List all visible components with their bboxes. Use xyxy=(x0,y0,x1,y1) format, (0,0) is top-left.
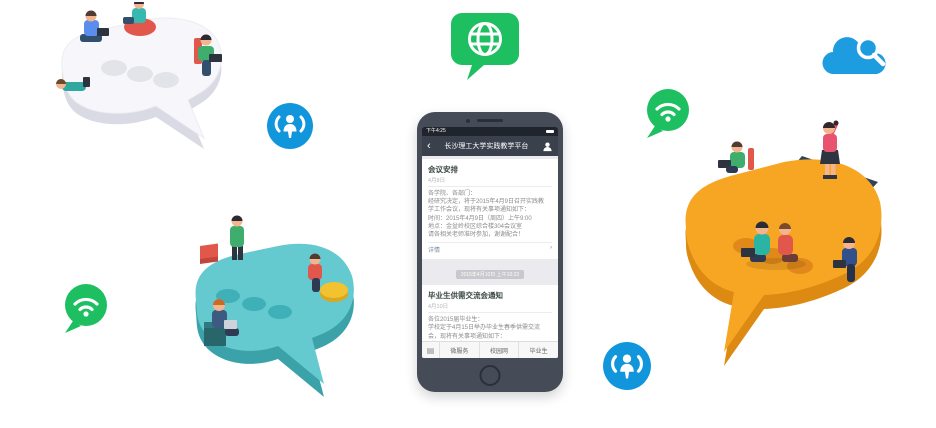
couple-sitting xyxy=(741,221,806,270)
chevron-right-icon: › xyxy=(550,245,552,252)
globe-speech-bubble-icon xyxy=(451,13,519,80)
phone-camera-dot xyxy=(466,119,470,123)
toolbar-tab-1[interactable]: 微服务 xyxy=(440,342,480,358)
person-beanbag-red xyxy=(123,2,156,36)
article-date: 4月8日 xyxy=(428,176,552,187)
article-line: 会，现将有关事项通知如下： xyxy=(428,333,507,340)
person-lying-teal xyxy=(56,77,90,91)
broadcast-person-icon xyxy=(274,115,306,138)
teal-bubble-illustration xyxy=(195,215,354,397)
person-sitting-red xyxy=(308,253,322,292)
timestamp-row: 2015年4月10日 上午10:23 xyxy=(422,263,558,281)
article-line: 各位2015届毕业生： xyxy=(428,317,484,324)
orange-bubble-illustration xyxy=(685,120,882,366)
article-line: 学工作会议，现将有关事项通知如下： xyxy=(428,207,531,214)
read-more-label: 详情 xyxy=(428,248,441,255)
magnifier-icon xyxy=(856,36,886,67)
wifi-bubble-icon-right xyxy=(647,89,689,138)
home-button[interactable] xyxy=(479,365,501,386)
keyboard-icon[interactable]: ▤ xyxy=(422,342,440,358)
phone-earpiece xyxy=(477,119,503,122)
official-account-icon-top xyxy=(267,103,313,149)
yellow-beanbag xyxy=(320,282,348,302)
article-line: 各学院、各部门： xyxy=(428,191,477,197)
article-card-2[interactable]: 毕业生供需交流会通知 4月10日 各位2015届毕业生： 学校定于4月15日举办… xyxy=(422,285,558,341)
nav-bar: ‹ 长沙理工大学实践教学平台 xyxy=(422,136,558,156)
toolbar-tab-2[interactable]: 校园网 xyxy=(480,342,520,358)
article-line: 经研究决定，将于2015年4月9日召开实践教 xyxy=(428,199,545,206)
person-standing-green xyxy=(230,215,244,260)
cloud-search-icon xyxy=(822,36,886,75)
person-green-chair xyxy=(194,34,222,76)
article-line: 请各相关老师准时参加，谢谢配合！ xyxy=(428,232,525,239)
page-title: 长沙理工大学实践教学平台 xyxy=(444,143,529,150)
article-line: 地点：金盆岭校区综合楼304会议室 xyxy=(428,223,523,230)
broadcast-person-icon xyxy=(611,354,643,379)
wifi-icon xyxy=(73,297,99,317)
white-bubble-shape xyxy=(61,17,222,149)
read-more-link[interactable]: 详情 › xyxy=(428,242,552,254)
official-account-icon-bottom xyxy=(603,342,651,390)
bottom-toolbar: ▤ 微服务 校园网 毕业生 xyxy=(422,341,558,358)
person-green-laptop xyxy=(718,141,754,173)
article-date: 4月10日 xyxy=(428,302,552,314)
battery-icon xyxy=(546,129,554,134)
white-bubble-illustration xyxy=(56,2,222,149)
toolbar-tab-3[interactable]: 毕业生 xyxy=(529,348,548,355)
article-title: 毕业生供需交流会通知 xyxy=(428,291,503,301)
person-laptop-front xyxy=(204,299,239,346)
wifi-icon xyxy=(655,102,681,122)
article-line: 时间：2015年4月9日（周四）上午9:00 xyxy=(428,215,532,222)
person-standing-pink xyxy=(820,120,840,179)
person-navy-laptop xyxy=(833,237,857,282)
globe-icon xyxy=(468,22,502,56)
profile-icon[interactable] xyxy=(542,141,553,152)
status-time: 下午4:25 xyxy=(426,128,446,134)
status-bar: 下午4:25 xyxy=(422,127,558,136)
timestamp-pill: 2015年4月10日 上午10:23 xyxy=(455,270,525,280)
wifi-bubble-icon-left xyxy=(65,284,107,333)
person-laptop-blue xyxy=(80,10,109,42)
back-button[interactable]: ‹ xyxy=(427,139,431,152)
red-chair xyxy=(200,243,218,264)
message-feed: 会议安排 4月8日 各学院、各部门： 经研究决定，将于2015年4月9日召开实践… xyxy=(422,156,558,341)
smartphone-frame: 下午4:25 ‹ 长沙理工大学实践教学平台 会议安排 4月8日 各学院、各部门：… xyxy=(417,112,563,392)
article-line: 学校定于4月15日举办毕业生春季供需交流 xyxy=(428,325,541,332)
article-card-1[interactable]: 会议安排 4月8日 各学院、各部门： 经研究决定，将于2015年4月9日召开实践… xyxy=(422,159,558,260)
phone-screen: 下午4:25 ‹ 长沙理工大学实践教学平台 会议安排 4月8日 各学院、各部门：… xyxy=(422,127,558,358)
article-title: 会议安排 xyxy=(428,165,458,174)
